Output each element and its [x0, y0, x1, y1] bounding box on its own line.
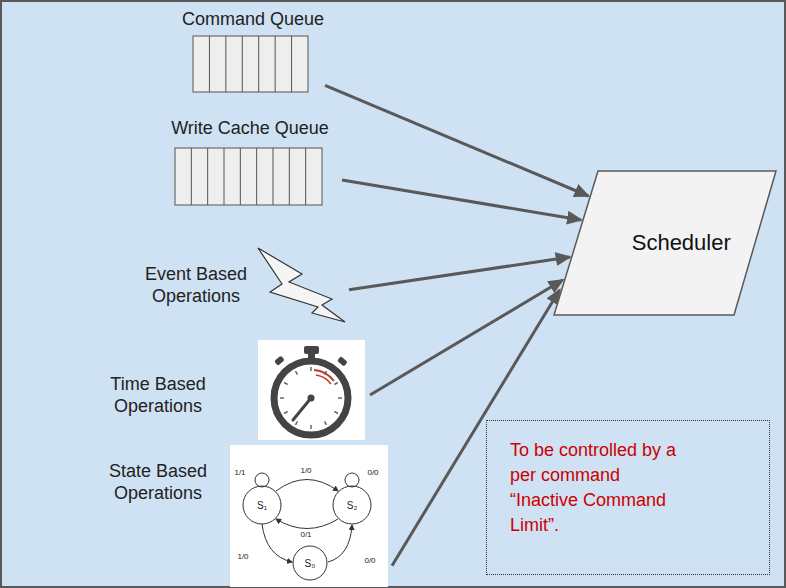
node-label: State Based Operations — [100, 460, 216, 504]
event-source: Event Based Operations — [140, 245, 347, 325]
stopwatch-arc — [316, 375, 331, 384]
state-name: S₀ — [304, 558, 317, 569]
stopwatch-knob — [274, 355, 285, 365]
icon-ground — [230, 445, 388, 587]
stopwatch-hub — [308, 395, 315, 402]
queue-cells — [191, 148, 305, 205]
stopwatch-dial — [274, 361, 348, 435]
state-name: S₂ — [346, 500, 359, 511]
queue-body — [193, 36, 308, 92]
node-label: Write Cache Queue — [171, 117, 329, 139]
transition-label: 0/0 — [363, 556, 376, 565]
state-diagram — [243, 473, 371, 580]
flow-arrow — [342, 180, 581, 220]
flow-arrow — [349, 257, 570, 290]
transition-label: 1/0 — [299, 466, 312, 475]
node-label: Time Based Operations — [100, 373, 216, 417]
flow-arrow — [370, 280, 563, 395]
scheduler-label: Scheduler — [632, 230, 731, 256]
time-source: Time Based Operations — [100, 340, 368, 442]
lightning-icon — [258, 248, 345, 322]
note-box: To be controlled by a per command “Inact… — [486, 420, 770, 575]
icon-ground — [258, 340, 365, 440]
stopwatch-hand — [293, 398, 311, 420]
transition-label: 0/1 — [299, 530, 312, 539]
stopwatch-knob — [337, 356, 348, 366]
queue: Write Cache Queue — [160, 117, 340, 207]
stopwatch-button — [304, 346, 319, 354]
stopwatch-ticks — [280, 367, 342, 429]
note-text: To be controlled by a per command “Inact… — [510, 438, 682, 538]
scheduler-box: Scheduler — [553, 170, 780, 316]
state-name: S₁ — [256, 500, 268, 511]
transition-label: 1/1 — [233, 468, 246, 477]
state-source: State Based Operations — [100, 445, 390, 587]
transition-label: 0/0 — [366, 468, 379, 477]
parallelogram-shape — [554, 171, 776, 315]
queue: Command Queue — [183, 8, 323, 94]
queue-body — [175, 148, 322, 205]
node-label: Command Queue — [182, 8, 324, 30]
transition-label: 1/0 — [236, 552, 249, 561]
flow-arrow — [325, 85, 588, 196]
queue-cells — [209, 36, 291, 92]
node-label: Event Based Operations — [140, 263, 252, 307]
